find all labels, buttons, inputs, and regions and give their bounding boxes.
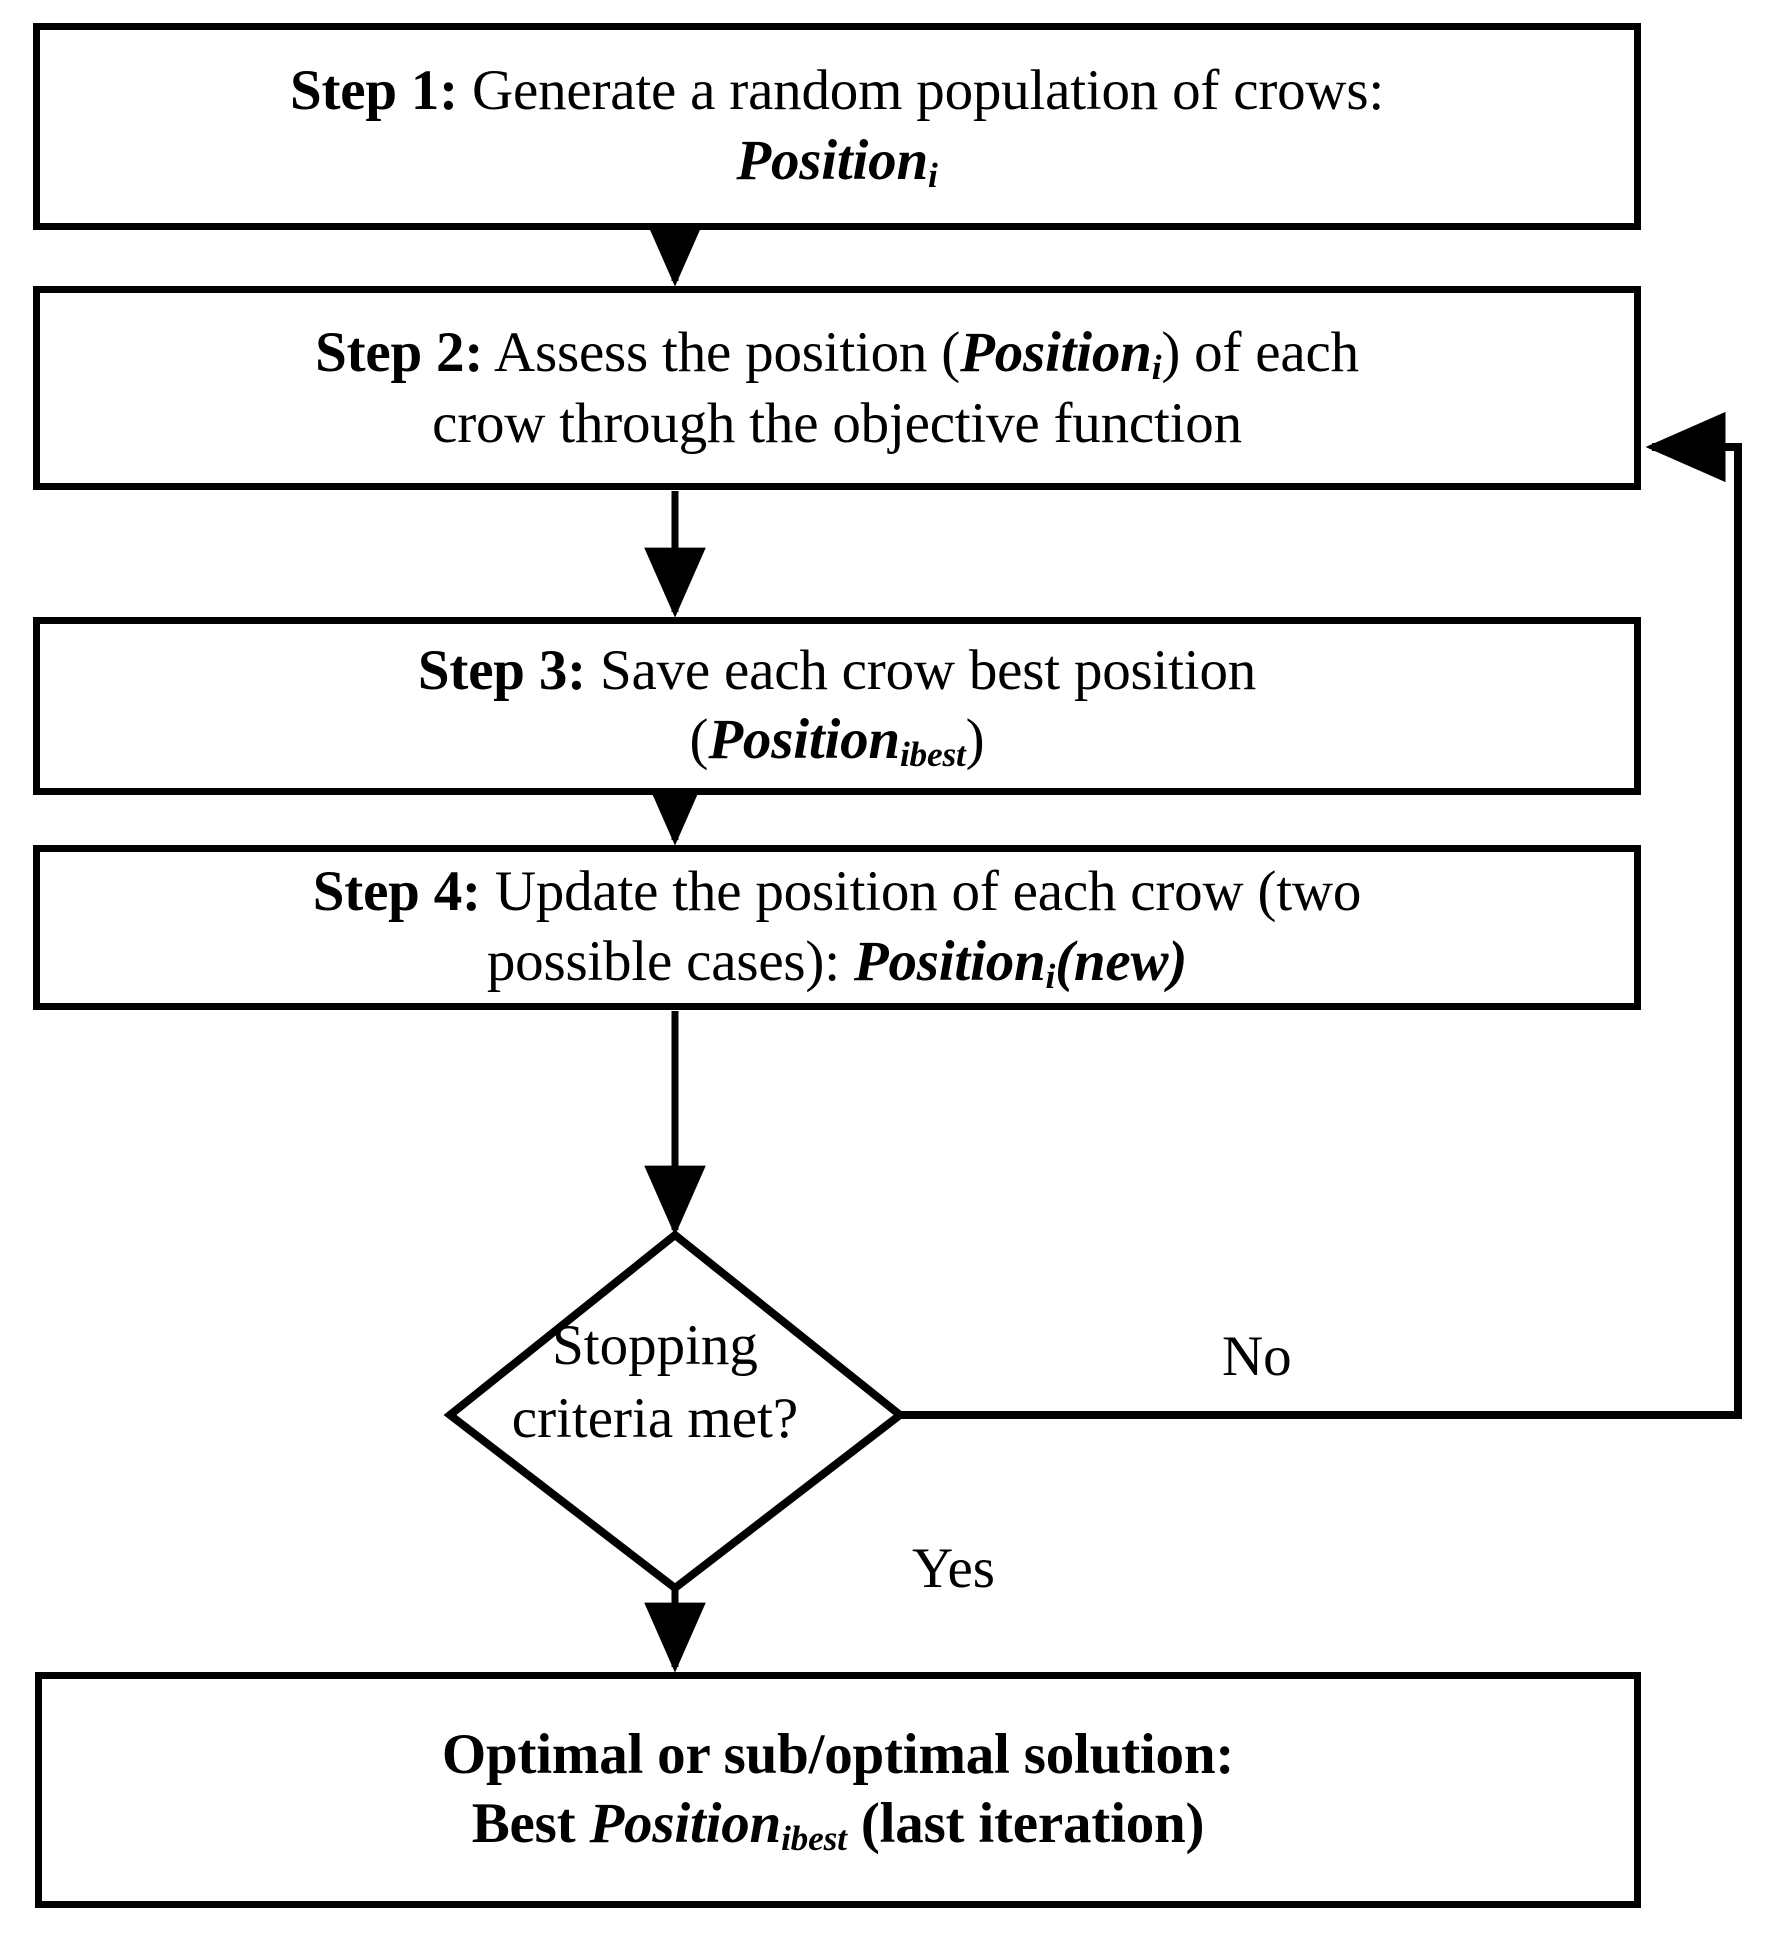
node-step4-line1: Update the position of each crow (two	[480, 860, 1362, 924]
node-step1: Step 1: Generate a random population of …	[33, 23, 1641, 230]
node-step4-variable: Positioni(new)	[853, 929, 1188, 996]
node-step2: Step 2: Assess the position (Positioni) …	[33, 286, 1641, 490]
node-step3-line2-pre: (	[689, 708, 709, 772]
node-step4-prefix: Step 4:	[312, 860, 481, 924]
node-step3: Step 3: Save each crow best position (Po…	[33, 617, 1641, 795]
node-step2-line2: crow through the objective function	[432, 391, 1242, 455]
node-decision-text: Stopping criteria met?	[430, 1310, 880, 1456]
node-step1-prefix: Step 1:	[289, 59, 458, 123]
node-step3-text: Step 3: Save each crow best position (Po…	[88, 636, 1586, 776]
node-step1-variable: Positioni	[736, 128, 938, 195]
node-step1-line1: Generate a random population of crows:	[457, 59, 1385, 123]
node-step3-variable: Positionibest	[708, 708, 966, 775]
node-step2-variable: Positioni	[960, 320, 1162, 387]
edge-label-yes: Yes	[912, 1537, 995, 1600]
node-result: Optimal or sub/optimal solution: Best Po…	[35, 1672, 1641, 1908]
node-result-text: Optimal or sub/optimal solution: Best Po…	[90, 1720, 1586, 1860]
node-decision-line1: Stopping	[552, 1314, 758, 1377]
node-step2-text: Step 2: Assess the position (Positioni) …	[88, 318, 1586, 458]
node-result-line1: Optimal or sub/optimal solution:	[441, 1722, 1235, 1786]
node-step4: Step 4: Update the position of each crow…	[33, 845, 1641, 1010]
node-result-line2-pre: Best	[471, 1792, 590, 1856]
node-step4-line2-pre: possible cases):	[486, 929, 854, 993]
node-step3-line1: Save each crow best position	[585, 638, 1257, 702]
node-step3-prefix: Step 3:	[417, 638, 586, 702]
node-decision-line2: criteria met?	[511, 1386, 799, 1450]
node-step4-text: Step 4: Update the position of each crow…	[88, 857, 1586, 997]
node-step1-text: Step 1: Generate a random population of …	[88, 56, 1586, 196]
node-step2-line1-tail: ) of each	[1161, 320, 1359, 384]
node-result-variable: Positionibest	[589, 1792, 847, 1859]
node-step2-line1: Assess the position (	[483, 320, 961, 384]
node-step3-line2-post: )	[965, 708, 985, 772]
node-step2-prefix: Step 2:	[315, 320, 484, 384]
node-result-line2-post: (last iteration)	[846, 1792, 1205, 1856]
edge-label-no: No	[1222, 1325, 1292, 1388]
